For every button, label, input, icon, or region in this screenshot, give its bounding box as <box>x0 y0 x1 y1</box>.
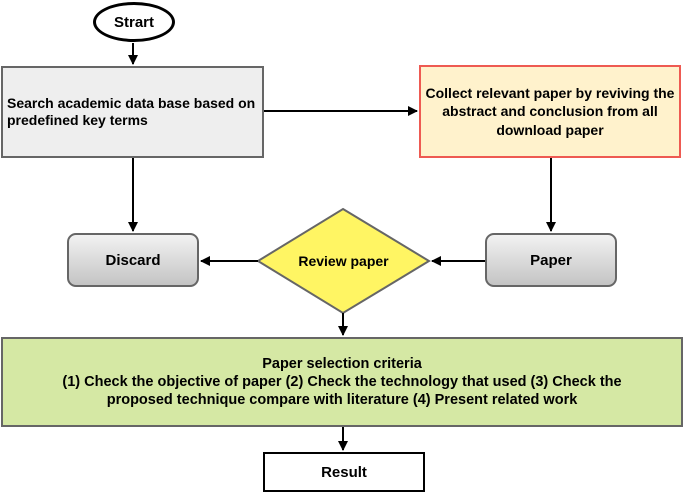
discard-box: Discard <box>67 233 199 287</box>
search-database-text: Search academic data base based on prede… <box>7 94 256 129</box>
criteria-line-1: (1) Check the objective of paper (2) Che… <box>62 373 622 390</box>
criteria-title: Paper selection criteria <box>262 355 422 372</box>
review-paper-label: Review paper <box>298 253 389 269</box>
search-database-box: Search academic data base based on prede… <box>1 66 264 158</box>
selection-criteria-box: Paper selection criteria (1) Check the o… <box>1 337 683 427</box>
criteria-line-2: proposed technique compare with literatu… <box>106 392 578 409</box>
collect-papers-text: Collect relevant paper by reviving the a… <box>425 85 675 138</box>
start-node: Strart <box>93 2 175 42</box>
paper-box: Paper <box>485 233 617 287</box>
collect-papers-box: Collect relevant paper by reviving the a… <box>419 65 681 158</box>
result-box: Result <box>263 452 425 492</box>
